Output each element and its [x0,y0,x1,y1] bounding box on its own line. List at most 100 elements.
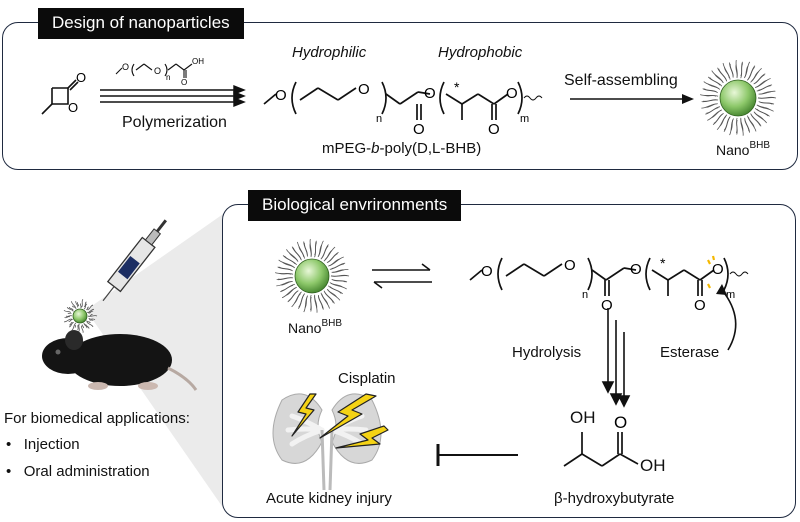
polymer-chain [747,66,755,80]
polymer-chain [81,324,84,329]
polymer-chain [72,305,75,309]
svg-text:O: O [358,81,370,98]
polymer-chain [703,81,720,90]
svg-text:O: O [601,297,613,314]
polymer-chain [88,317,96,321]
bottom-m-sub: m [726,289,735,301]
svg-text:O: O [488,121,500,138]
svg-text:O: O [154,66,161,76]
polymer-chain [709,77,723,87]
cisplatin-lightning-icons [291,393,389,449]
svg-text:O: O [694,297,706,314]
polymer-chain [284,255,297,266]
polymer-chain [320,292,330,309]
polymer-chain [89,314,93,316]
polymer-chain [81,298,84,308]
polymer-chain [78,323,80,332]
bottom-panel-title: Biological envrironments [248,190,462,221]
polymerization-label: Polymerization [122,114,227,131]
bullet-oral: • Oral administration [6,463,150,480]
polymer-chain [275,272,294,275]
polymer-chain [278,259,295,268]
polymer-chain [318,295,323,309]
polymer-chain [716,114,728,131]
bottom-panel [222,204,796,518]
polymer-chain [288,290,298,301]
polymer-chain [71,322,77,332]
polymer-name: mPEG-b-poly(D,L-BHB) [322,140,482,157]
polymer-chain [87,315,98,317]
oh-right: OH [640,456,666,475]
polymer-chain [722,62,731,80]
top-nano-label: NanoBHB [716,140,771,158]
svg-text:O: O [413,121,425,138]
polymer-chain [63,318,72,323]
self-assembling-label: Self-assembling [564,72,678,89]
polymer-chain [77,324,79,331]
cisplatin-label: Cisplatin [338,370,396,387]
polymer-chain [85,324,90,329]
small-nanoparticle [63,298,98,333]
svg-text:O: O [481,263,493,280]
svg-text:O: O [630,261,642,278]
svg-text:O: O [76,70,86,85]
polymer-chain [757,96,775,99]
svg-text:O: O [564,257,576,274]
product-label: β-hydroxybutyrate [554,490,675,507]
polymer-chain [86,321,94,328]
polymer-chain [744,61,751,78]
polymer-chain [276,281,292,287]
polymer-chain [75,300,79,308]
polymer-chain [281,283,295,292]
polymer-chain [278,277,293,280]
polymer-chain [755,78,771,88]
top-n-sub: n [376,113,382,125]
bullet-injection: • Injection [6,436,80,453]
polymer-chain [729,63,734,77]
polymer-chain [759,101,773,105]
polymer-chain [278,266,292,271]
polymer-chain [723,117,731,131]
initiator-structure: O O n O OH [115,57,204,87]
svg-text:O: O [424,85,436,102]
hydroxybutyrate-structure: O [563,413,639,467]
top-nanoparticle [700,59,777,136]
polymer-chain [706,106,721,114]
polymer-chain [68,322,74,328]
self-assembling-arrow [570,94,694,104]
polymer-chain [754,112,767,124]
polymer-chain [314,295,318,313]
svg-text:O: O [614,413,627,432]
bottom-nano-label: NanoBHB [288,318,343,336]
polymer-chain [80,303,82,309]
polymer-chain [750,67,762,83]
top-m-sub: m [520,113,529,125]
polymer-chain [66,306,74,312]
mouse-icon [42,330,198,391]
bottom-nanoparticle [275,238,350,313]
hydrophobic-label: Hydrophobic [438,44,523,61]
polymer-chain [740,118,744,136]
inhibition-symbol [436,444,518,466]
syringe-icon [102,219,168,302]
polymer-chain [703,99,718,102]
svg-text:OH: OH [192,57,204,66]
hydrolysis-label: Hydrolysis [512,344,582,361]
polymer-chain [68,318,73,322]
initiator-n: n [166,73,170,82]
polymer-chain [735,59,738,78]
polymer-chain [330,282,347,290]
polymer-chain [330,274,348,277]
polymerization-arrow [100,84,246,108]
polymer-chain [291,291,302,308]
polymer-chain [704,88,718,93]
svg-text:*: * [454,79,460,95]
svg-text:O: O [68,100,78,115]
polymer-chain [718,68,727,81]
hydrophilic-label: Hydrophilic [292,44,367,61]
polymer-chain [321,245,329,259]
polymer-chain [89,319,94,321]
polymer-chain [329,263,344,270]
bottom-polymer-structure: O O n O O * O O m [469,255,749,314]
polymer-chain [68,306,74,311]
